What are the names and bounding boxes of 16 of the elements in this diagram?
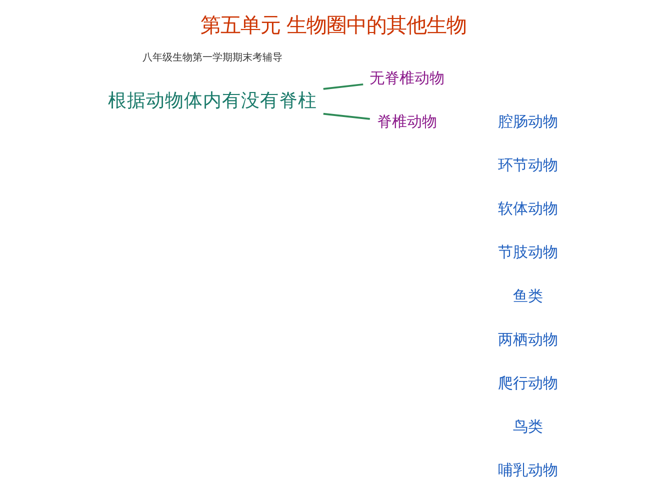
- label: 两栖动物: [498, 331, 558, 348]
- label: 腔肠动物: [498, 114, 558, 130]
- node-text: 根据动物体内有没有脊柱: [108, 90, 318, 112]
- label: 环节动物: [498, 157, 558, 174]
- label: 鸟类: [513, 418, 544, 436]
- label: 哺乳动物: [498, 462, 558, 480]
- label: 爬行动物: [498, 374, 558, 392]
- connector: [323, 83, 364, 90]
- label: 软体动物: [498, 200, 558, 218]
- node-text: 无脊椎动物: [370, 70, 445, 87]
- label: 节肢动物: [498, 244, 558, 262]
- label: 鱼类: [513, 288, 544, 305]
- diagram-title: 第五单元 生物圈中的其他生物: [200, 12, 467, 37]
- connector: [323, 112, 370, 120]
- node-text: 脊椎动物: [377, 114, 438, 130]
- caption: 八年级生物第一学期期末考辅导: [142, 52, 283, 64]
